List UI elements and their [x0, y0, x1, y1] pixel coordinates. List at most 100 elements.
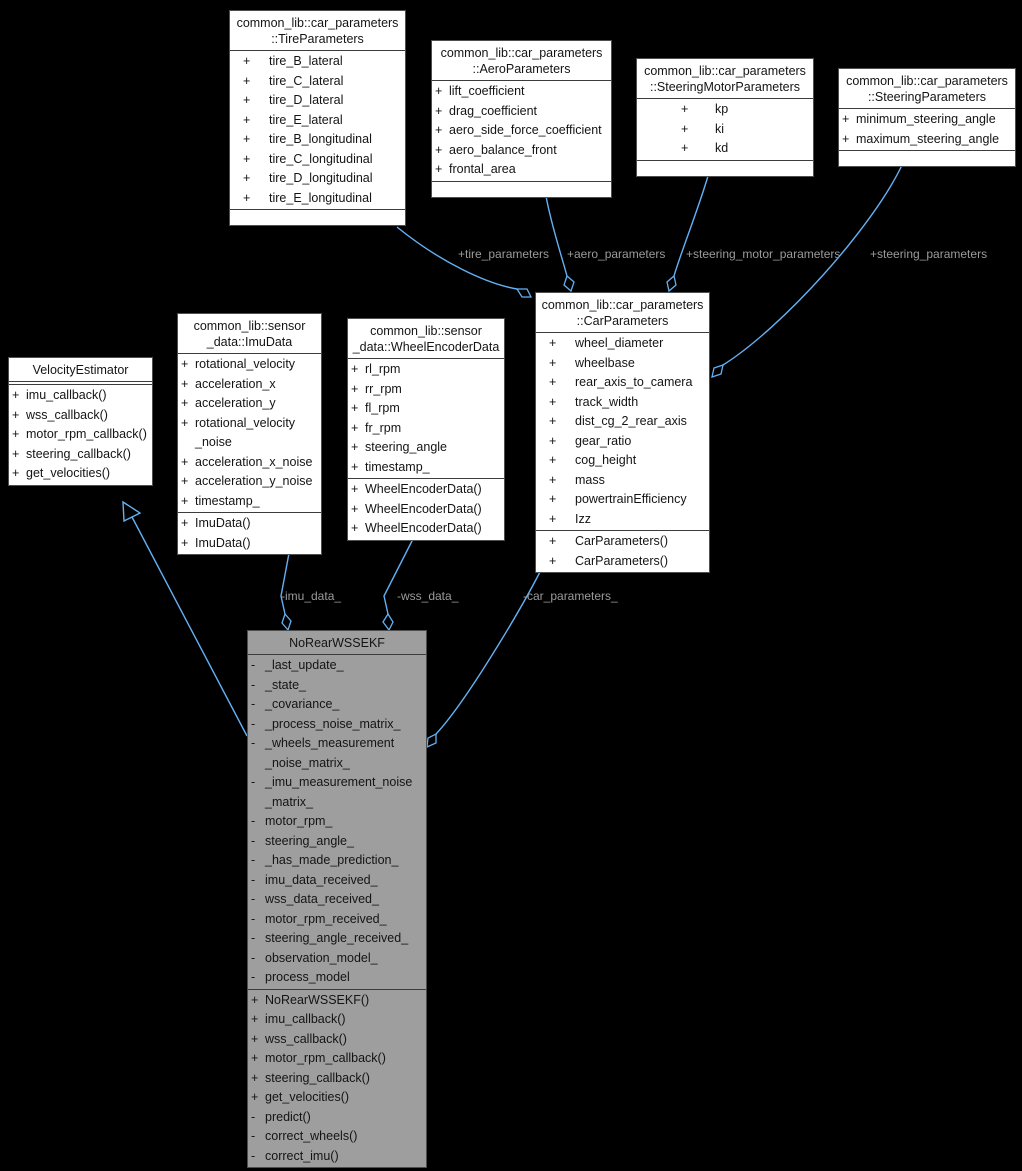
class-steering-parameters[interactable]: common_lib::car_parameters ::SteeringPar… [838, 68, 1016, 167]
member-row: + rr_rpm [348, 380, 504, 400]
member-name: correct_imu() [265, 1148, 339, 1163]
class-title: common_lib::sensor _data::WheelEncoderDa… [348, 319, 504, 359]
edge-label-wss: -wss_data_ [397, 589, 459, 603]
member-row: +rear_axis_to_camera [536, 373, 709, 393]
visibility-sign: - [251, 1148, 256, 1163]
member-name: NoRearWSSEKF() [265, 992, 370, 1007]
member-name: wss_callback() [26, 407, 108, 422]
member-name: _has_made_prediction_ [265, 853, 399, 867]
edge-label-aero: +aero_parameters [567, 247, 666, 261]
visibility-sign: - [251, 736, 256, 750]
visibility-sign: - [251, 697, 256, 711]
visibility-sign: + [681, 102, 689, 116]
member-row: +minimum_steering_angle [839, 110, 1015, 130]
class-car-parameters[interactable]: common_lib::car_parameters ::CarParamete… [535, 292, 710, 573]
member-row: +ImuData() [178, 514, 321, 534]
member-row: +tire_B_lateral [230, 52, 405, 72]
member-name: steering_angle [365, 440, 448, 454]
visibility-sign: - [251, 1129, 256, 1143]
visibility-sign: + [549, 553, 557, 568]
visibility-sign: + [549, 511, 557, 526]
member-row: +tire_E_longitudinal [230, 189, 405, 209]
member-row: +acceleration_y [178, 394, 321, 414]
member-row: +tire_B_longitudinal [230, 130, 405, 150]
member-name: frontal_area [449, 162, 516, 176]
member-name: tire_C_lateral [269, 73, 344, 88]
member-row: -correct_imu() [248, 1147, 426, 1167]
visibility-sign: - [251, 931, 256, 945]
visibility-sign: - [251, 911, 256, 926]
class-no-rear-wssekf[interactable]: NoRearWSSEKF-_last_update_-_state_-_cova… [247, 630, 427, 1168]
member-name: correct_wheels() [265, 1129, 358, 1143]
aggregation-diamond-tire-icon [515, 288, 533, 298]
member-name: motor_rpm_ [265, 814, 333, 828]
member-row: -wss_data_received_ [248, 890, 426, 910]
aggregation-edge-tire-parameters [396, 226, 518, 290]
class-tire-parameters[interactable]: common_lib::car_parameters ::TireParamet… [229, 10, 406, 226]
visibility-sign: + [243, 93, 251, 107]
visibility-sign: + [351, 381, 359, 396]
class-imu-data[interactable]: common_lib::sensor _data::ImuData+rotati… [177, 313, 322, 555]
visibility-sign: + [549, 355, 557, 370]
member-name: rl_rpm [365, 362, 401, 376]
member-row: +fl_rpm [348, 399, 504, 419]
member-name: acceleration_y_noise [195, 474, 313, 488]
class-title: VelocityEstimator [9, 358, 152, 382]
member-row: +tire_D_longitudinal [230, 169, 405, 189]
member-name: process_model [265, 970, 350, 984]
member-row: +imu_callback() [248, 1010, 426, 1030]
visibility-sign: + [181, 357, 189, 371]
class-wheel-encoder-data[interactable]: common_lib::sensor _data::WheelEncoderDa… [347, 318, 505, 541]
member-name: aero_balance_front [449, 142, 557, 157]
class-title: common_lib::sensor _data::ImuData [178, 314, 321, 354]
member-row: +CarParameters() [536, 532, 709, 552]
member-name: rr_rpm [365, 381, 402, 396]
visibility-sign: + [351, 501, 359, 516]
class-steering-motor-parameters[interactable]: common_lib::car_parameters ::SteeringMot… [636, 58, 814, 177]
class-title: NoRearWSSEKF [248, 631, 426, 655]
visibility-sign: + [251, 1051, 259, 1065]
member-name: mass [575, 472, 605, 487]
member-row: +mass [536, 471, 709, 491]
class-title: common_lib::car_parameters ::TireParamet… [230, 11, 405, 51]
aggregation-edge-steering-motor-parameters [673, 175, 709, 277]
visibility-sign: + [12, 388, 20, 402]
member-row: +rotational_velocity _noise [178, 414, 321, 453]
member-row: +WheelEncoderData() [348, 480, 504, 500]
member-name: ki [715, 121, 725, 136]
visibility-sign: - [251, 833, 256, 848]
member-name: tire_E_longitudinal [269, 190, 372, 205]
member-name: acceleration_x [195, 376, 276, 391]
visibility-sign: + [181, 396, 189, 410]
member-name: lift_coefficient [449, 84, 525, 98]
member-name: motor_rpm_received_ [265, 911, 387, 926]
empty-section [230, 210, 405, 225]
visibility-sign: + [251, 992, 259, 1007]
visibility-sign: - [251, 872, 256, 887]
member-row: +lift_coefficient [432, 82, 611, 102]
edge-label-car: -car_parameters_ [523, 589, 618, 603]
member-name: _wheels_measurement _noise_matrix_ [265, 736, 395, 770]
visibility-sign: + [681, 121, 689, 136]
member-row: -_last_update_ [248, 656, 426, 676]
visibility-sign: + [243, 171, 251, 185]
visibility-sign: + [681, 141, 689, 155]
class-velocity-estimator[interactable]: VelocityEstimator+imu_callback()+wss_cal… [8, 357, 153, 486]
class-title: common_lib::car_parameters ::SteeringPar… [839, 69, 1015, 109]
visibility-sign: + [243, 73, 251, 88]
aggregation-diamond-imu-icon [281, 612, 292, 632]
member-row: -steering_angle_ [248, 832, 426, 852]
member-name: steering_angle_ [265, 833, 354, 848]
member-name: WheelEncoderData() [365, 482, 482, 496]
visibility-sign: + [251, 1012, 259, 1026]
member-row: +rl_rpm [348, 360, 504, 380]
member-row: -steering_angle_received_ [248, 929, 426, 949]
visibility-sign: + [549, 492, 557, 506]
member-row: -process_model [248, 968, 426, 988]
methods-section: +ImuData()+ImuData() [178, 513, 321, 554]
class-aero-parameters[interactable]: common_lib::car_parameters ::AeroParamet… [431, 40, 612, 198]
visibility-sign: + [251, 1070, 259, 1085]
member-name: gear_ratio [575, 433, 632, 448]
member-row: +tire_C_longitudinal [230, 150, 405, 170]
visibility-sign: + [12, 466, 20, 480]
